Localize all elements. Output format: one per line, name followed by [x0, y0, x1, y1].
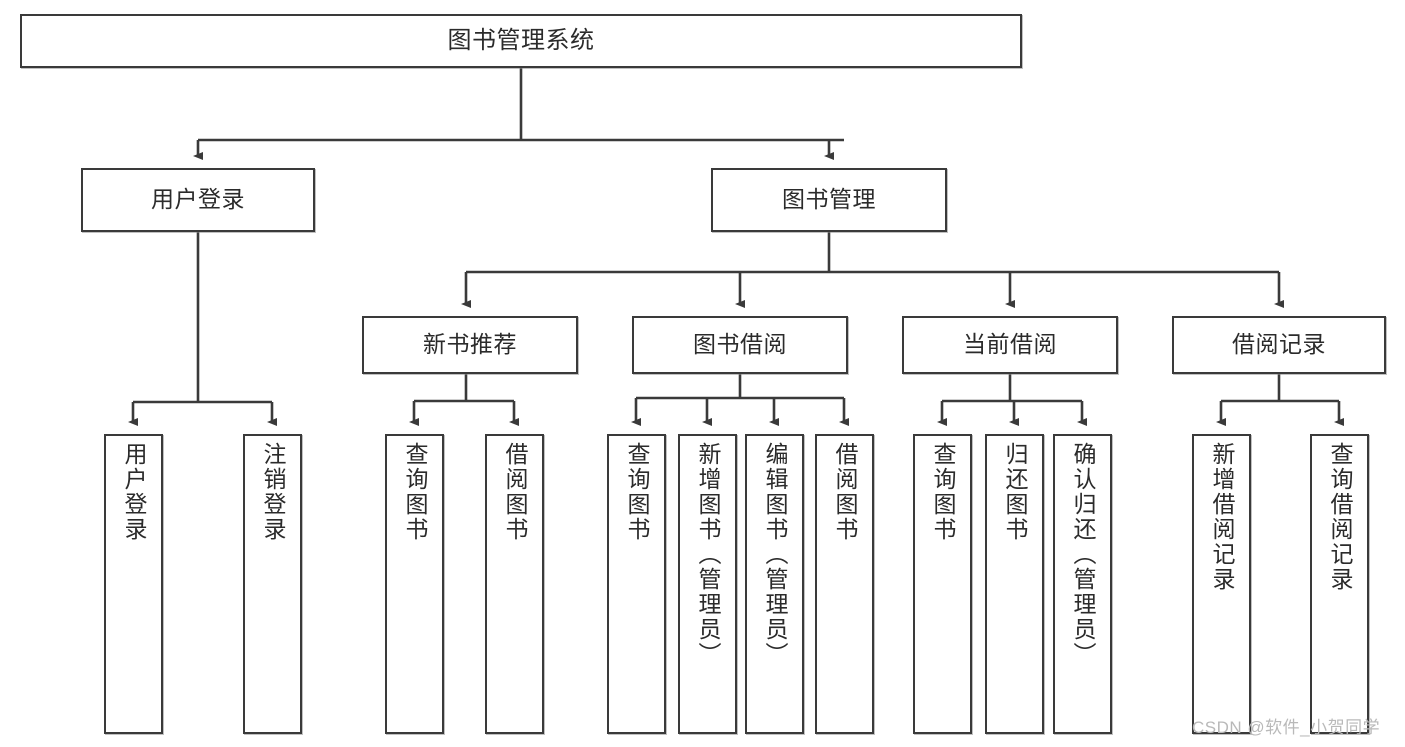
- node-leaf-query-record-label: 查询借阅记录: [1327, 442, 1353, 592]
- node-root-label: 图书管理系统: [447, 26, 595, 54]
- node-leaf-add-record-label: 新增借阅记录: [1209, 442, 1235, 592]
- node-book-borrow-label: 图书借阅: [693, 331, 787, 358]
- node-leaf-confirm-return-label: 确认归还（管理员）: [1070, 442, 1096, 667]
- node-book-borrow[interactable]: 图书借阅: [632, 316, 848, 374]
- node-leaf-user-login-label: 用户登录: [121, 442, 147, 542]
- node-current-borrow-label: 当前借阅: [963, 331, 1057, 358]
- node-leaf-query-book-1-label: 查询图书: [402, 442, 428, 542]
- node-leaf-borrow-book-1[interactable]: 借阅图书: [485, 434, 544, 734]
- node-leaf-edit-book-label: 编辑图书（管理员）: [762, 442, 788, 667]
- node-leaf-query-book-3-label: 查询图书: [930, 442, 956, 542]
- node-current-borrow[interactable]: 当前借阅: [902, 316, 1118, 374]
- node-leaf-add-record[interactable]: 新增借阅记录: [1192, 434, 1251, 734]
- node-leaf-add-book-label: 新增图书（管理员）: [695, 442, 721, 667]
- node-leaf-query-record[interactable]: 查询借阅记录: [1310, 434, 1369, 734]
- node-leaf-edit-book[interactable]: 编辑图书（管理员）: [745, 434, 804, 734]
- node-leaf-user-logout-label: 注销登录: [260, 442, 286, 542]
- node-user-login-label: 用户登录: [151, 186, 245, 213]
- node-leaf-query-book-1[interactable]: 查询图书: [385, 434, 444, 734]
- node-leaf-user-logout[interactable]: 注销登录: [243, 434, 302, 734]
- node-leaf-borrow-book-2[interactable]: 借阅图书: [815, 434, 874, 734]
- node-leaf-user-login[interactable]: 用户登录: [104, 434, 163, 734]
- node-root[interactable]: 图书管理系统: [20, 14, 1022, 68]
- node-new-book-recommend[interactable]: 新书推荐: [362, 316, 578, 374]
- node-book-management[interactable]: 图书管理: [711, 168, 947, 232]
- node-leaf-borrow-book-1-label: 借阅图书: [502, 442, 528, 542]
- node-leaf-query-book-3[interactable]: 查询图书: [913, 434, 972, 734]
- node-book-management-label: 图书管理: [782, 186, 876, 213]
- node-new-book-recommend-label: 新书推荐: [423, 331, 517, 358]
- node-leaf-borrow-book-2-label: 借阅图书: [832, 442, 858, 542]
- node-leaf-return-book[interactable]: 归还图书: [985, 434, 1044, 734]
- node-leaf-confirm-return[interactable]: 确认归还（管理员）: [1053, 434, 1112, 734]
- node-leaf-query-book-2-label: 查询图书: [624, 442, 650, 542]
- node-borrow-record[interactable]: 借阅记录: [1172, 316, 1386, 374]
- node-leaf-add-book[interactable]: 新增图书（管理员）: [678, 434, 737, 734]
- node-borrow-record-label: 借阅记录: [1232, 331, 1326, 358]
- node-user-login[interactable]: 用户登录: [81, 168, 315, 232]
- node-leaf-query-book-2[interactable]: 查询图书: [607, 434, 666, 734]
- node-leaf-return-book-label: 归还图书: [1002, 442, 1028, 542]
